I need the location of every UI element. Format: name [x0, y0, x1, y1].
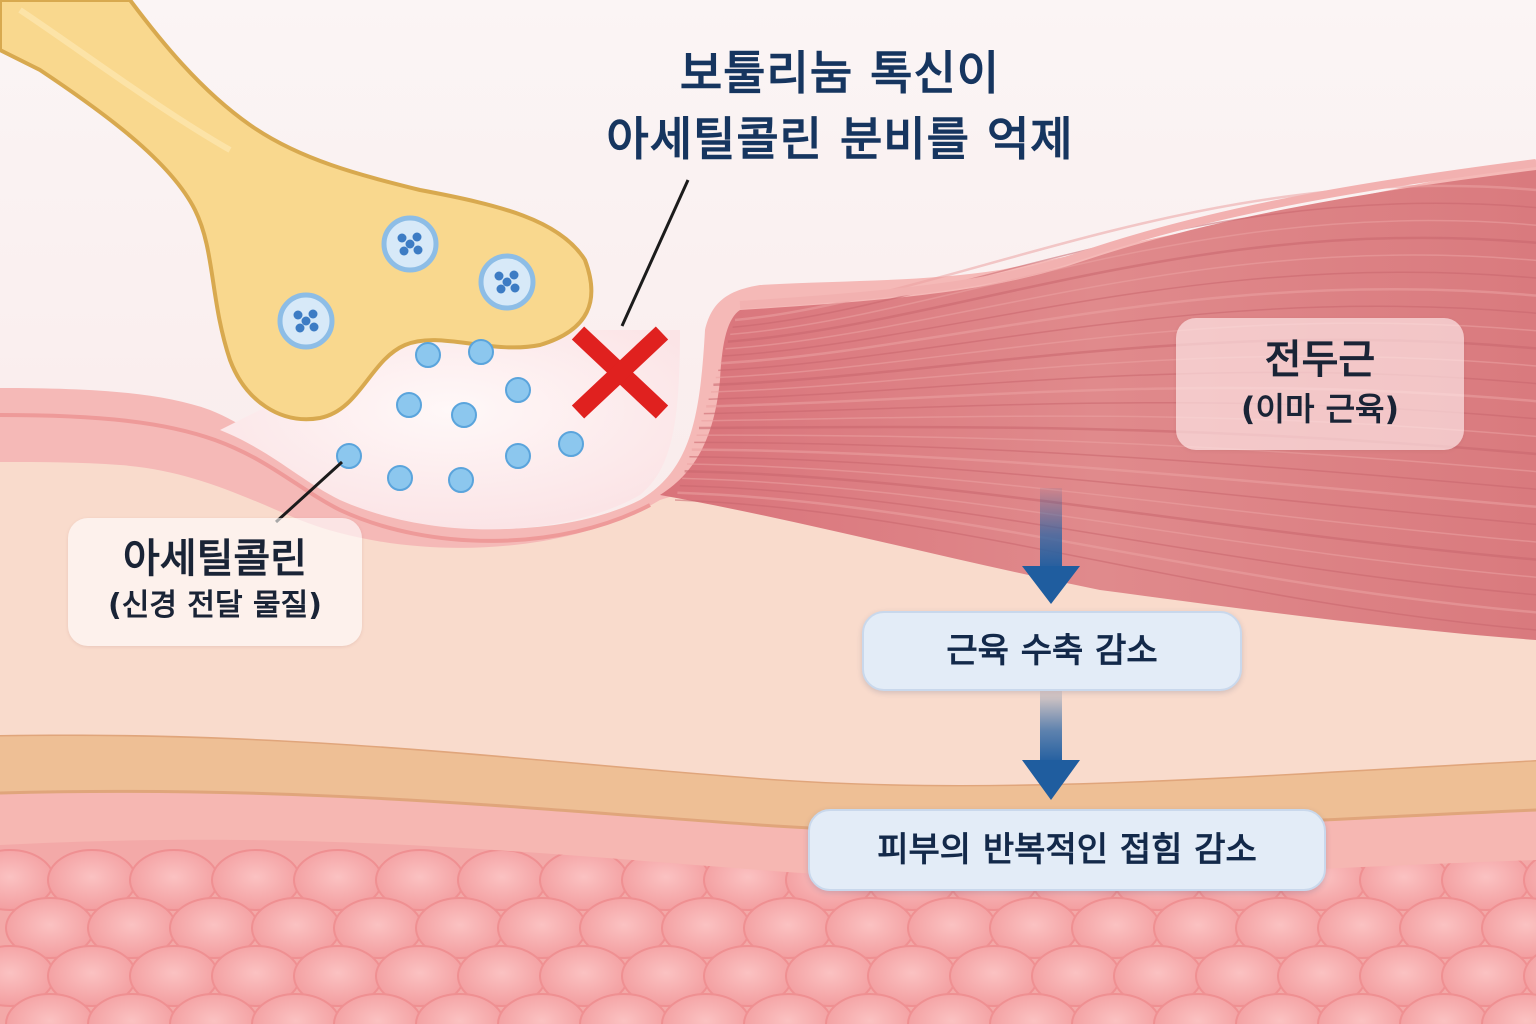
muscle-fiber	[674, 499, 1536, 631]
frontalis-label-main: 전두근	[1264, 337, 1376, 383]
acetylcholine-dot	[468, 339, 494, 365]
acetylcholine-leader-line	[274, 460, 344, 524]
frontalis-label: 전두근 (이마 근육)	[1176, 318, 1464, 450]
muscle-fiber	[689, 456, 1536, 526]
fat-cell	[907, 993, 997, 1024]
frontalis-muscle	[660, 170, 1536, 640]
acetylcholine-dot	[396, 392, 422, 418]
acetylcholine-dot	[505, 443, 531, 469]
acetylcholine-dot	[451, 402, 477, 428]
fat-cell	[169, 993, 259, 1024]
acetylcholine-dot	[415, 342, 441, 368]
title-line-2: 아세틸콜린 분비를 억제	[606, 112, 1074, 166]
acetylcholine-label-sub: (신경 전달 물질)	[108, 588, 322, 623]
fat-cell	[1317, 993, 1407, 1024]
fat-cell	[743, 993, 833, 1024]
acetylcholine-dot	[387, 465, 413, 491]
muscle-fiber	[734, 184, 1536, 322]
title-line-1: 보툴리눔 톡신이	[679, 46, 1001, 100]
fat-cell	[1481, 993, 1536, 1024]
muscle-fiber	[691, 448, 1536, 509]
step-muscle-contraction-decrease: 근육 수축 감소	[862, 611, 1242, 691]
fat-cell	[1523, 858, 1536, 902]
muscle-fiber	[684, 469, 1536, 561]
fat-cell	[1399, 993, 1489, 1024]
muscle-fiber	[720, 287, 1536, 365]
vesicle-icon	[381, 215, 439, 273]
fat-cell	[251, 993, 341, 1024]
title-leader-line	[620, 179, 690, 327]
title: 보툴리눔 톡신이 아세틸콜린 분비를 억제	[500, 40, 1180, 172]
fat-cell	[579, 993, 669, 1024]
step-skin-fold-decrease: 피부의 반복적인 접힘 감소	[808, 809, 1326, 891]
acetylcholine-label: 아세틸콜린 (신경 전달 물질)	[68, 518, 362, 646]
muscle-fiber	[725, 254, 1536, 350]
fascia-band	[0, 734, 1536, 832]
acetylcholine-dot	[558, 431, 584, 457]
acetylcholine-dot	[336, 443, 362, 469]
fat-cell	[1481, 897, 1536, 959]
acetylcholine-dot	[448, 467, 474, 493]
arrow-down-icon	[1022, 690, 1080, 800]
fat-cell	[5, 993, 95, 1024]
fat-cell	[497, 993, 587, 1024]
membrane-line	[0, 413, 651, 543]
muscle-fiber	[727, 236, 1536, 343]
vesicle-icon	[478, 253, 536, 311]
fat-cell	[989, 993, 1079, 1024]
fat-cell	[1071, 993, 1161, 1024]
fat-cell	[333, 993, 423, 1024]
fat-cell	[415, 993, 505, 1024]
muscle-fiber	[694, 441, 1536, 490]
nerve-highlight	[18, 7, 232, 153]
muscle-fiber	[686, 463, 1536, 543]
acetylcholine-molecules	[336, 339, 584, 493]
frontalis-label-sub: (이마 근육)	[1240, 390, 1400, 428]
muscle-fiber	[682, 477, 1536, 578]
fat-cell	[1153, 993, 1243, 1024]
acetylcholine-label-main: 아세틸콜린	[123, 536, 307, 582]
fat-cell	[1235, 993, 1325, 1024]
muscle-fiber	[718, 305, 1536, 372]
muscle-fiber	[696, 434, 1536, 473]
vesicles	[277, 215, 536, 350]
muscle-fiber	[722, 271, 1536, 357]
arrow-down-icon	[1022, 488, 1080, 604]
fat-cell	[87, 993, 177, 1024]
fat-cell	[1523, 954, 1536, 998]
vesicle-icon	[277, 292, 335, 350]
muscle-fiber	[679, 484, 1536, 596]
red-x-icon	[571, 326, 669, 419]
fat-cell	[661, 993, 751, 1024]
fat-cell	[825, 993, 915, 1024]
muscle-edge	[739, 159, 1536, 309]
muscle-fiber	[677, 491, 1536, 614]
acetylcholine-dot	[505, 377, 531, 403]
muscle-fiber	[730, 219, 1536, 336]
